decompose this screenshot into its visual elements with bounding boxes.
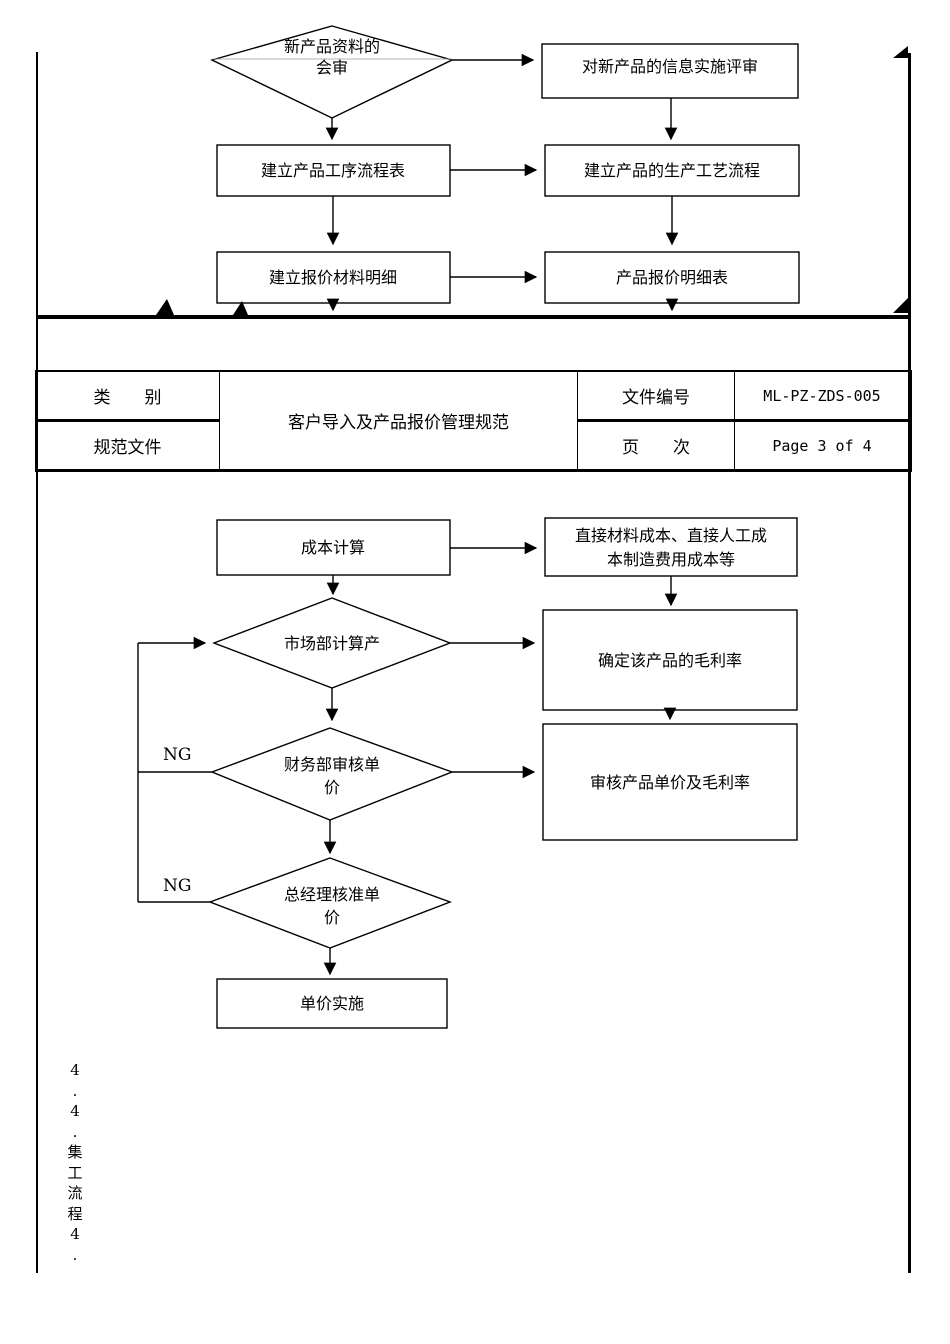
process-price-review [542, 723, 798, 841]
process-info-review-label: 对新产品的信息实施评审 [582, 57, 758, 76]
process-gross-margin [542, 609, 798, 711]
table-cell-page-label: 页 次 [578, 422, 735, 469]
process-quote-detail-label: 产品报价明细表 [616, 268, 728, 287]
decision-market-calc-label: 市场部计算产 [284, 634, 380, 653]
page-border-left [36, 52, 38, 1273]
process-cost-items-label-1: 直接材料成本、直接人工成 [575, 526, 767, 545]
stray-arrowhead-2 [233, 301, 248, 315]
table-cell-category-value: 规范文件 [36, 422, 220, 469]
process-info-review [541, 43, 799, 99]
flowchart-top: 新产品资料的 会审 对新产品的信息实施评审 建立产品工序流程表 建立产品的生产工… [36, 25, 911, 319]
page-value: Page 3 of 4 [772, 436, 872, 455]
document-title: 客户导入及产品报价管理规范 [288, 413, 509, 433]
process-flow-table [216, 144, 451, 197]
ng-label-gm: NG [163, 876, 191, 896]
doc-number-value: ML-PZ-ZDS-005 [763, 386, 881, 405]
decision-gm-approval-label-1: 总经理核准单 [284, 885, 380, 904]
decision-new-product-review-label-2: 会审 [316, 58, 348, 77]
decision-finance-review-label-2: 价 [324, 778, 340, 797]
process-quote-materials [216, 251, 451, 304]
process-gross-margin-label: 确定该产品的毛利率 [598, 651, 742, 670]
process-quote-detail [544, 251, 800, 304]
ng-label-finance: NG [163, 745, 191, 765]
page-border-right [908, 53, 911, 1273]
process-craft-flow-label: 建立产品的生产工艺流程 [584, 161, 760, 180]
process-price-implementation-label: 单价实施 [300, 994, 364, 1013]
decision-finance-review-label-1: 财务部审核单 [284, 755, 380, 774]
process-cost-calc-label: 成本计算 [301, 538, 365, 557]
flowchart-bottom: 成本计算 直接材料成本、直接人工成 本制造费用成本等 市场部计算产 确定该产品的… [137, 517, 798, 1029]
document-header-table: 类 别 客户导入及产品报价管理规范 文件编号 ML-PZ-ZDS-005 规范文… [35, 370, 912, 472]
stray-arrowhead-1 [156, 299, 174, 315]
table-cell-document-title: 客户导入及产品报价管理规范 [220, 372, 578, 469]
stray-arrowhead-3 [893, 298, 908, 313]
process-price-review-label: 审核产品单价及毛利率 [590, 773, 750, 792]
decision-finance-review [210, 727, 454, 821]
process-cost-items [544, 517, 798, 577]
section-divider-line [36, 315, 911, 319]
process-flow-table-label: 建立产品工序流程表 [261, 161, 405, 180]
process-craft-flow [544, 144, 800, 197]
side-note-text: 4 . 4 . 集 工 流 程 4 . [67, 1061, 83, 1264]
decision-new-product-review-label-1: 新产品资料的 [284, 37, 380, 56]
process-quote-materials-label: 建立报价材料明细 [269, 268, 397, 287]
doc-number-label: 文件编号 [622, 388, 690, 408]
table-cell-docno-label: 文件编号 [578, 372, 735, 422]
category-value: 规范文件 [93, 438, 162, 458]
process-cost-items-label-2: 本制造费用成本等 [607, 550, 735, 569]
process-price-implementation [216, 978, 448, 1029]
table-cell-docno-value: ML-PZ-ZDS-005 [735, 372, 909, 422]
table-cell-category-label: 类 别 [36, 372, 220, 422]
decision-gm-approval-label-2: 价 [324, 908, 340, 927]
table-cell-page-value: Page 3 of 4 [735, 422, 909, 469]
stray-arrowhead-top-right [893, 46, 908, 58]
category-label: 类 别 [93, 388, 162, 408]
page-label: 页 次 [622, 438, 690, 458]
